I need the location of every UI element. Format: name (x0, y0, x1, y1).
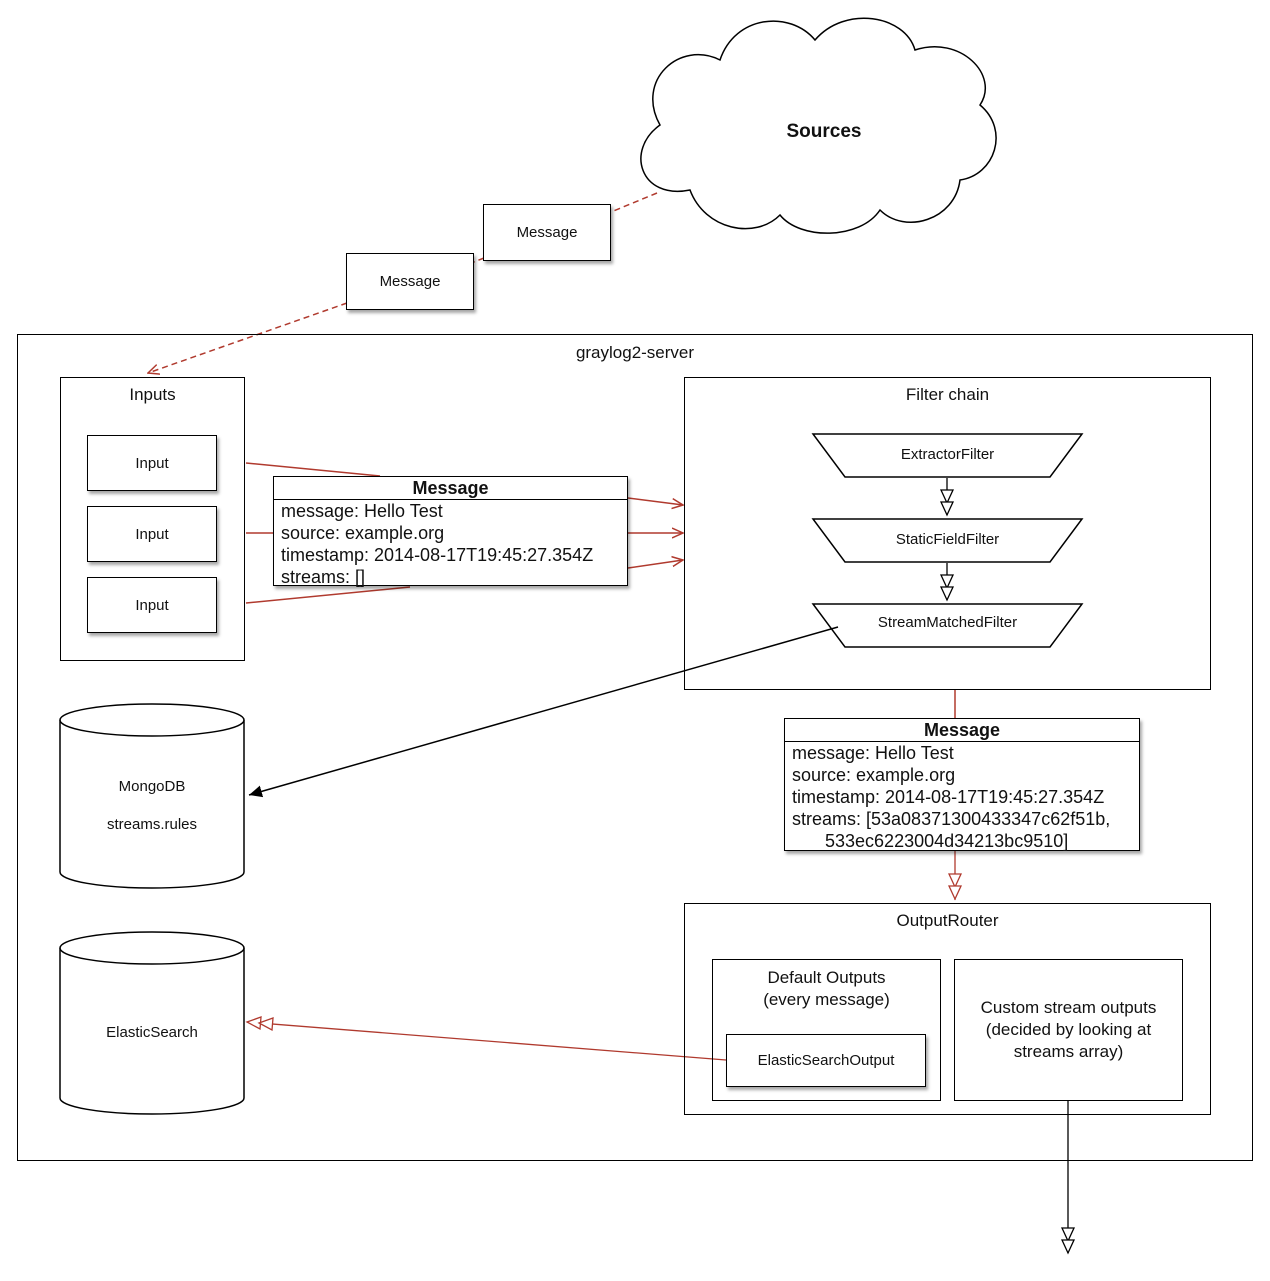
connector-input1-to-filterchain-2 (627, 497, 683, 505)
connector-input3-to-filterchain-2 (627, 560, 683, 569)
mongodb-cylinder (59, 703, 245, 889)
message-card-output-title: Message (785, 719, 1139, 742)
output-router-title: OutputRouter (896, 911, 999, 930)
connector-message-to-message (473, 257, 485, 263)
filter-arrow-2 (939, 563, 955, 602)
connector-input3-to-filterchain (245, 586, 411, 604)
default-outputs-subtitle: (every message) (763, 990, 890, 1009)
filter-chain-box (684, 377, 1211, 690)
message-card-input-line: message: Hello Test (281, 501, 443, 521)
message-card-input-line: timestamp: 2014-08-17T19:45:27.354Z (281, 545, 594, 565)
elasticsearch-cylinder (59, 931, 245, 1115)
mongodb-title: MongoDB (118, 778, 186, 795)
custom-outputs-line2: (decided by looking at (985, 1020, 1152, 1039)
elasticsearch-title: ElasticSearch (106, 1024, 198, 1041)
graylog2-server-box (17, 334, 1253, 1161)
staticfield-filter-shape (811, 518, 1084, 563)
flying-message-2-label: Message (379, 273, 441, 290)
message-card-input: Message message: Hello Test source: exam… (273, 476, 628, 587)
input-label-2: Input (135, 525, 169, 543)
sources-label: Sources (786, 121, 862, 142)
elasticsearch-output-box: ElasticSearchOutput (726, 1034, 926, 1087)
mongodb-subtitle: streams.rules (106, 816, 198, 833)
input-label-1: Input (135, 454, 169, 472)
custom-outputs-line3: streams array) (1013, 1042, 1124, 1061)
extractor-filter-label: ExtractorFilter (900, 446, 995, 463)
input-box-1: Input (87, 435, 217, 491)
message-card-output-line: message: Hello Test (792, 743, 954, 763)
message-card-input-line: streams: [] (281, 567, 366, 587)
inputs-title: Inputs (129, 385, 176, 404)
connector-custom-outputs-down (1060, 1101, 1076, 1255)
message-card-output-line: streams: [53a08371300433347c62f51b, (792, 809, 1111, 829)
inputs-box (60, 377, 245, 661)
staticfield-filter-label: StaticFieldFilter (895, 531, 1000, 548)
flying-message-1: Message (483, 204, 611, 261)
connector-message-to-inputs (148, 302, 348, 373)
message-card-output-line: timestamp: 2014-08-17T19:45:27.354Z (792, 787, 1105, 807)
message-card-input-line: source: example.org (281, 523, 445, 543)
message-card-output: Message message: Hello Test source: exam… (784, 718, 1140, 851)
custom-outputs-box (954, 959, 1183, 1101)
input-label-3: Input (135, 596, 169, 614)
connector-input1-to-filterchain (245, 462, 381, 477)
custom-outputs-line1: Custom stream outputs (980, 998, 1157, 1017)
default-outputs-title: Default Outputs (767, 968, 886, 987)
graylog2-server-title: graylog2-server (575, 343, 695, 362)
filter-arrow-1 (939, 478, 955, 517)
elasticsearch-output-label: ElasticSearchOutput (757, 1052, 895, 1069)
connector-esoutput-to-elasticsearch (245, 1016, 727, 1061)
message-card-input-title: Message (274, 477, 627, 500)
flying-message-1-label: Message (516, 224, 578, 241)
connector-message-to-outputrouter (947, 851, 963, 901)
message-card-output-line: 533ec6223004d34213bc9510] (825, 831, 1069, 851)
input-box-3: Input (87, 577, 217, 633)
connector-cloud-to-message (610, 192, 658, 213)
input-box-2: Input (87, 506, 217, 562)
default-outputs-box (712, 959, 941, 1101)
output-router-box (684, 903, 1211, 1115)
connector-streammatched-to-mongodb (248, 626, 839, 798)
message-card-output-line: source: example.org (792, 765, 956, 785)
streammatched-filter-label: StreamMatchedFilter (877, 614, 1018, 631)
filter-chain-title: Filter chain (905, 385, 990, 404)
streammatched-filter-shape (811, 603, 1084, 648)
flying-message-2: Message (346, 253, 474, 310)
extractor-filter-shape (811, 433, 1084, 478)
sources-cloud (640, 17, 997, 234)
